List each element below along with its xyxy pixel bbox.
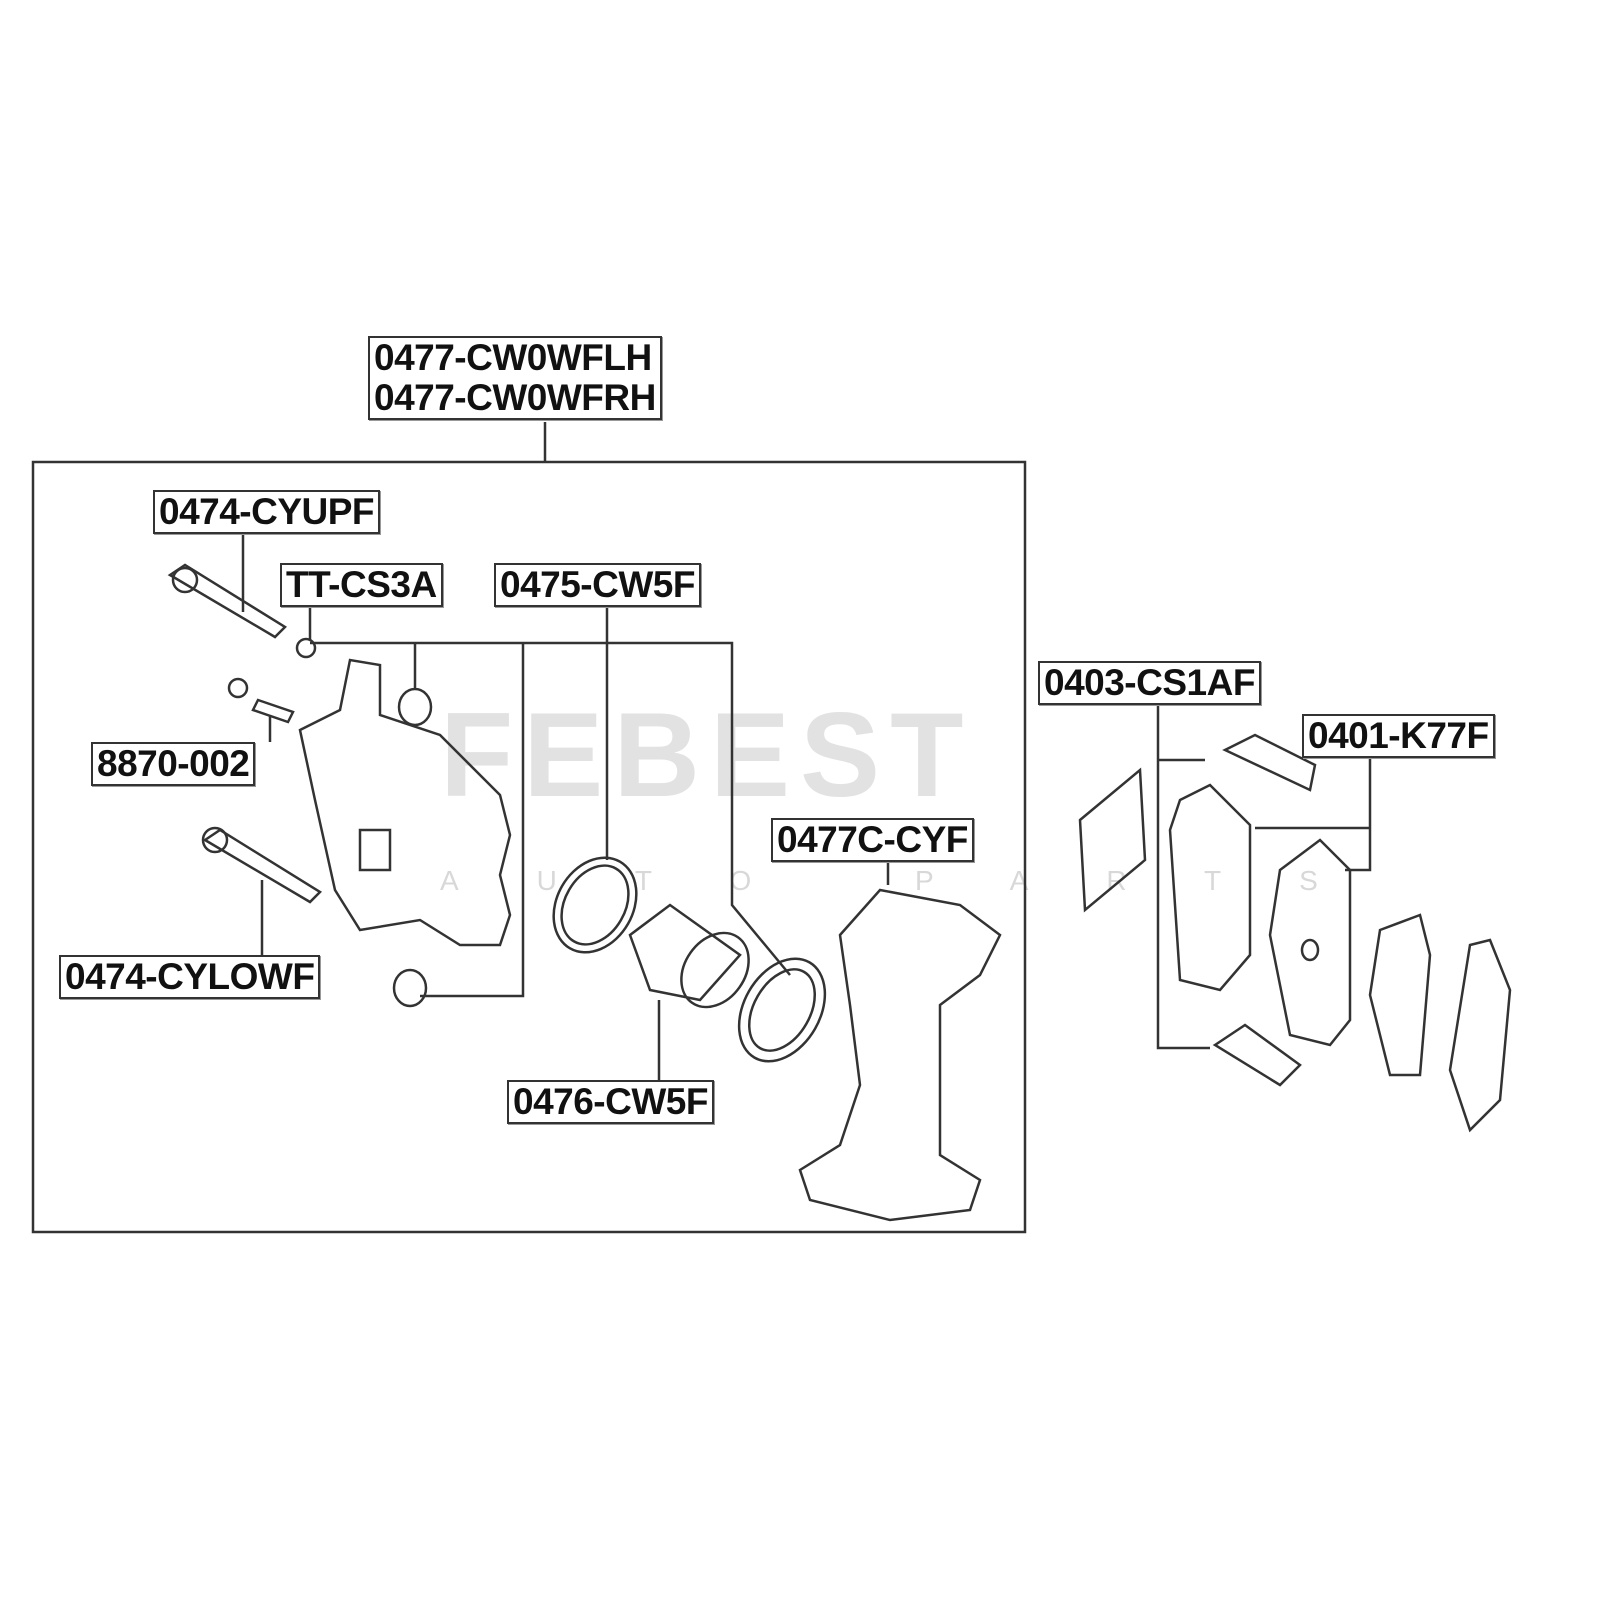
label-bleeder-screw[interactable]: 8870-002 [91,742,256,786]
boot-icon [227,637,317,699]
assembly-box [31,460,1027,1234]
label-assembly-lh: 0477-CW0WFLH [374,337,652,378]
label-bleeder-cap[interactable]: TT-CS3A [280,563,443,607]
dust-boot-icon [392,687,433,1008]
piston-icon [628,903,750,1009]
watermark-brand: FEBEST [440,688,974,822]
label-pads[interactable]: 0401-K77F [1302,714,1495,758]
label-bracket[interactable]: 0477C-CYF [771,818,974,862]
upper-guide-pin-icon [167,563,287,639]
bleeder-screw-icon [251,698,295,724]
label-pad-clips[interactable]: 0403-CS1AF [1038,661,1261,705]
lower-guide-pin-icon [201,826,322,904]
leader-lines [241,422,1372,1080]
piston-seal-icon [552,856,638,954]
anti-squeal-shim-icon [1368,913,1512,1133]
pad-clip-icon [1078,733,1317,1087]
label-seal[interactable]: 0475-CW5F [494,563,701,607]
brake-pad-outer-icon [1268,838,1352,1047]
label-lower-pin[interactable]: 0474-CYLOWF [59,955,321,999]
brake-pad-inner-icon [1168,783,1252,992]
label-upper-pin[interactable]: 0474-CYUPF [153,490,381,534]
label-piston[interactable]: 0476-CW5F [507,1080,714,1124]
piston-boot-icon [737,957,827,1063]
caliper-bracket-icon [798,888,1002,1222]
label-assembly-rh: 0477-CW0WFRH [374,377,656,418]
caliper-body-icon [298,658,512,947]
label-assembly[interactable]: 0477-CW0WFLH 0477-CW0WFRH [368,336,662,420]
